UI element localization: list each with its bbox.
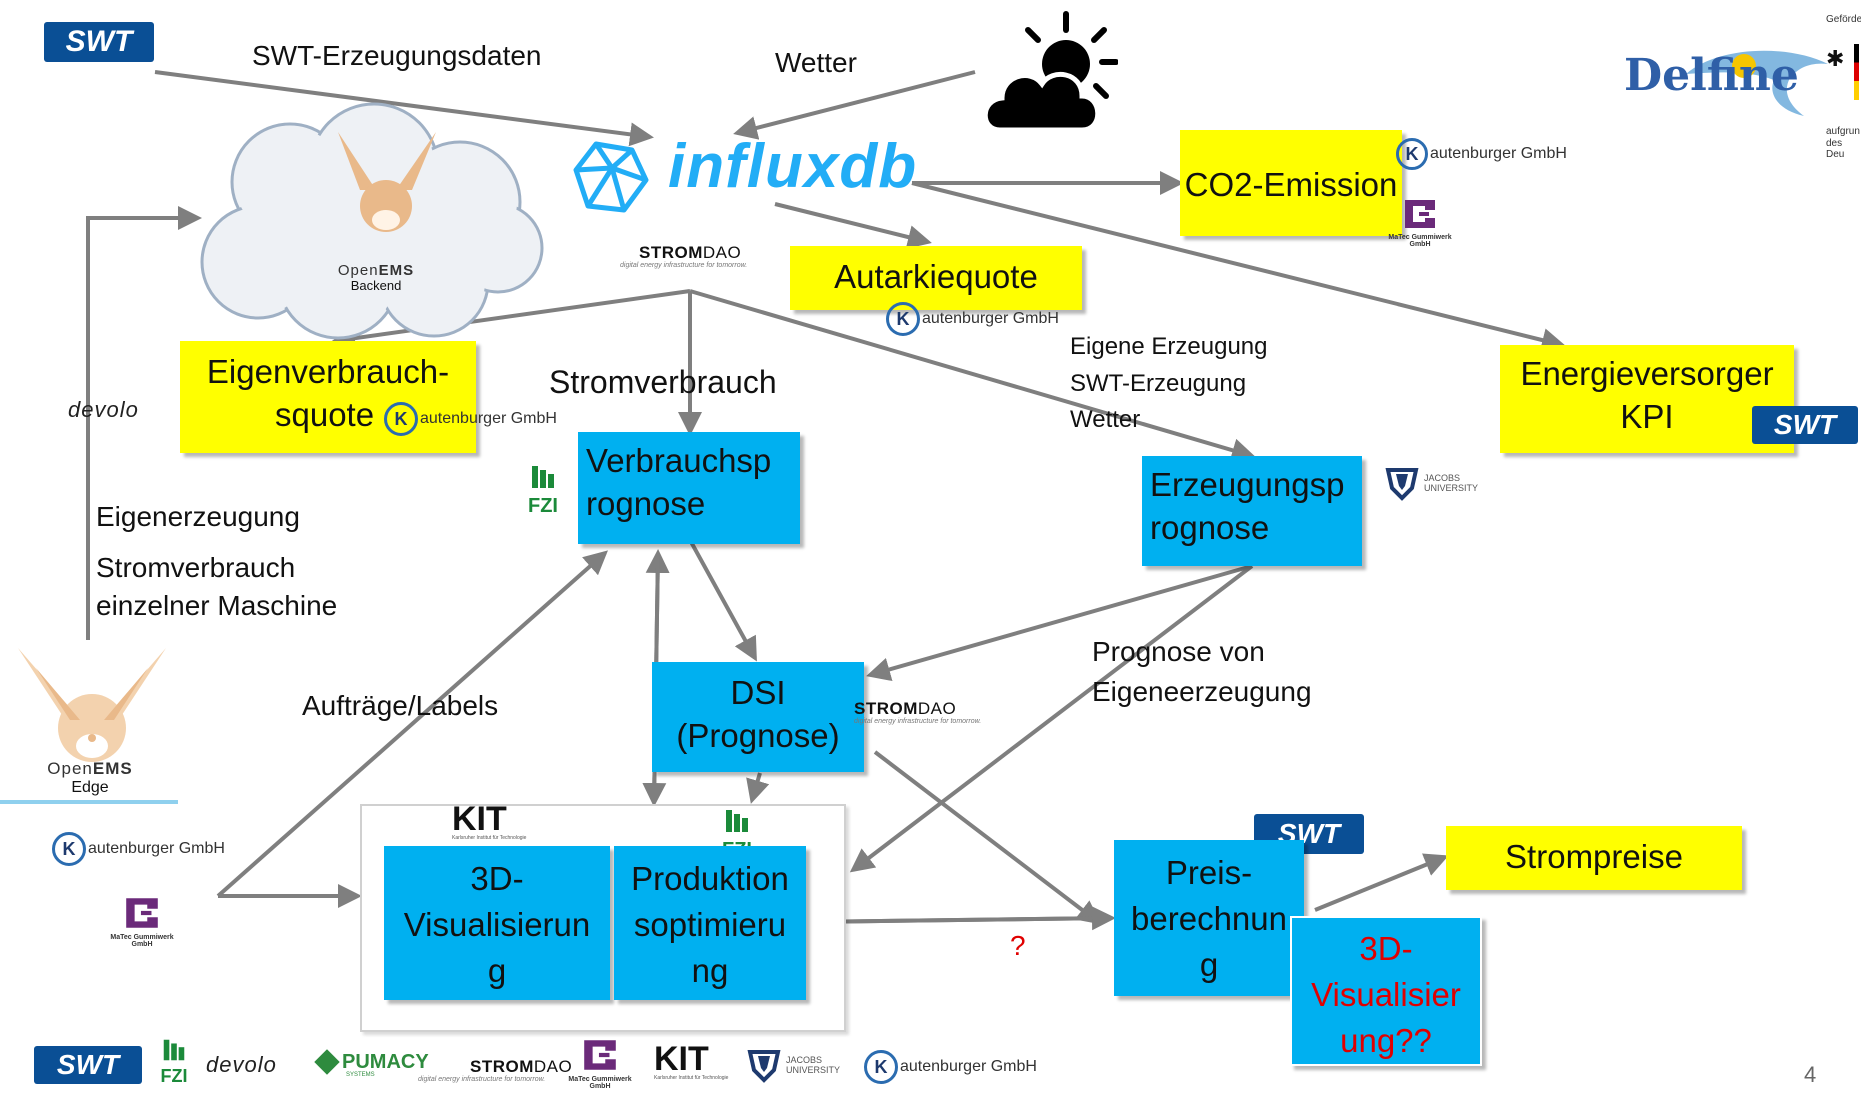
3d-visualisierung-question-box[interactable]: 3D- Visualisier ung?? — [1290, 916, 1482, 1066]
label-stromverbrauch: Stromverbrauch — [549, 364, 777, 400]
pumacy-logo: PUMACY SYSTEMS — [314, 1049, 429, 1078]
arrow-swt-to-influx — [154, 70, 654, 147]
arrow-erzeugung-to-production — [849, 564, 1254, 873]
co2-emission-box[interactable]: CO2-Emission — [1180, 130, 1402, 236]
strompreise-box[interactable]: Strompreise — [1446, 826, 1742, 890]
matec-logo-co2: MaTec Gummiwerk GmbH — [1382, 196, 1458, 248]
funding-text-bottom-2: des Deu — [1826, 138, 1845, 160]
stromdao-logo-bottom: STROMDAO digital energy infrastructure f… — [418, 1057, 573, 1083]
swt-logo-bottom: SWT — [34, 1046, 142, 1084]
label-eigenerzeugung: Eigenerzeugung — [96, 501, 300, 532]
arrow-edge-to-backend — [86, 206, 202, 640]
stromdao-logo-top: STROMDAO digital energy infrastructure f… — [620, 243, 748, 269]
kit-logo-bottom: KIT Karlsruher Institut für Technologie — [654, 1040, 729, 1081]
weather-sun-cloud-icon — [982, 11, 1118, 132]
arrow-kautenburger-to-verbrauch — [216, 550, 608, 898]
label-swt-erzeugungsdaten: SWT-Erzeugungsdaten — [252, 40, 542, 71]
eigenverbrauchsquote-box[interactable]: Eigenverbrauch- squote — [180, 341, 476, 453]
arrow-hub-to-erzeugung — [689, 289, 1256, 462]
label-stromverbrauch-maschine-1: Stromverbrauch — [96, 552, 296, 583]
german-flag-stripe — [1854, 44, 1859, 100]
dsi-prognose-box[interactable]: DSI (Prognose) — [652, 662, 864, 772]
openems-backend-label: OpenEMS Backend — [337, 262, 415, 294]
arrow-influx-to-energieversorger — [911, 181, 1566, 352]
german-eagle-icon: ✱ — [1826, 46, 1845, 71]
label-stromverbrauch-maschine-2: einzelner Maschine — [96, 590, 338, 621]
delfine-logo: Delfine — [1624, 50, 1828, 116]
autarkiequote-box[interactable]: Autarkiequote — [790, 246, 1082, 310]
openems-edge-fox-icon — [18, 648, 166, 762]
matec-icon — [584, 1040, 616, 1070]
arrow-production-to-preis — [807, 906, 1116, 931]
label-eigene-erzeugung: Eigene Erzeugung — [1070, 333, 1268, 360]
label-prognose-von-1: Prognose von — [1092, 636, 1265, 667]
funding-text-top: Geförde — [1826, 14, 1861, 25]
swt-logo-kpi: SWT — [1752, 406, 1858, 444]
openems-edge-underline — [0, 800, 178, 804]
jacobs-university-logo-erzeugung: JACOBS UNIVERSITY — [1384, 466, 1490, 502]
arrow-dsi-to-production — [746, 772, 770, 804]
funding-text-bottom-1: aufgrun — [1826, 126, 1860, 137]
fox-icon-backend — [338, 132, 436, 232]
jacobs-shield-icon — [1385, 468, 1419, 501]
fzi-icon — [163, 1039, 185, 1061]
openems-backend-cloud — [200, 102, 544, 340]
influxdb-icon — [573, 141, 649, 213]
label-wetter-2: Wetter — [1070, 406, 1141, 433]
fzi-logo-bottom: FZI — [160, 1036, 188, 1085]
swt-logo: SWT — [44, 22, 154, 62]
fzi-icon — [726, 810, 748, 832]
page-number: 4 — [1804, 1062, 1817, 1087]
devolo-logo-left: devolo — [68, 397, 139, 422]
devolo-logo-bottom: devolo — [206, 1052, 277, 1077]
label-auftraege-labels: Aufträge/Labels — [302, 690, 499, 721]
verbrauchsprognose-box[interactable]: Verbrauchsp rognose — [578, 432, 800, 544]
erzeugungsprognose-box[interactable]: Erzeugungsp rognose — [1142, 456, 1362, 566]
question-mark: ? — [1010, 930, 1026, 961]
kit-logo-group: KIT Karlsruher Institut für Technologie — [452, 800, 527, 841]
stromdao-logo-dsi: STROMDAO digital energy infrastructure f… — [854, 699, 982, 725]
jacobs-university-logo-bottom: JACOBS UNIVERSITY — [746, 1048, 852, 1084]
openems-edge-label: OpenEMS Edge — [47, 759, 133, 796]
preisberechnung-box[interactable]: Preis- berechnun g — [1114, 840, 1304, 996]
matec-icon — [126, 898, 158, 928]
arrow-verbrauch-to-dsi — [688, 539, 757, 662]
arrow-influx-to-autarkie — [774, 202, 932, 249]
arrow-hub-to-eigenverbrauch — [331, 289, 691, 351]
jacobs-shield-icon — [747, 1050, 781, 1083]
label-prognose-von-2: Eigeneerzeugung — [1092, 676, 1312, 707]
produktionsoptimierung-box[interactable]: Produktion soptimieru ng — [614, 846, 806, 1000]
dolphin-icon — [1686, 50, 1828, 116]
arrow-dsi-to-preis — [873, 750, 1102, 925]
fzi-logo-verbrauch: FZI — [528, 462, 558, 516]
arrow-preis-to-strompreise — [1314, 853, 1449, 912]
3d-visualisierung-box[interactable]: 3D- Visualisierun g — [384, 846, 610, 1000]
influxdb-logo-text: influxdb — [668, 132, 918, 201]
label-wetter: Wetter — [775, 47, 857, 78]
label-swt-erzeugung: SWT-Erzeugung — [1070, 370, 1247, 397]
energieversorger-kpi-box[interactable]: Energieversorger KPI — [1500, 345, 1794, 453]
fzi-icon — [532, 466, 554, 488]
arrow-wetter-to-influx — [733, 70, 976, 140]
arrow-erzeugung-to-dsi — [866, 564, 1253, 682]
matec-logo-bottom: MaTec Gummiwerk GmbH — [562, 1036, 638, 1090]
matec-icon — [1405, 200, 1435, 228]
matec-logo-left: MaTec Gummiwerk GmbH — [104, 894, 180, 948]
